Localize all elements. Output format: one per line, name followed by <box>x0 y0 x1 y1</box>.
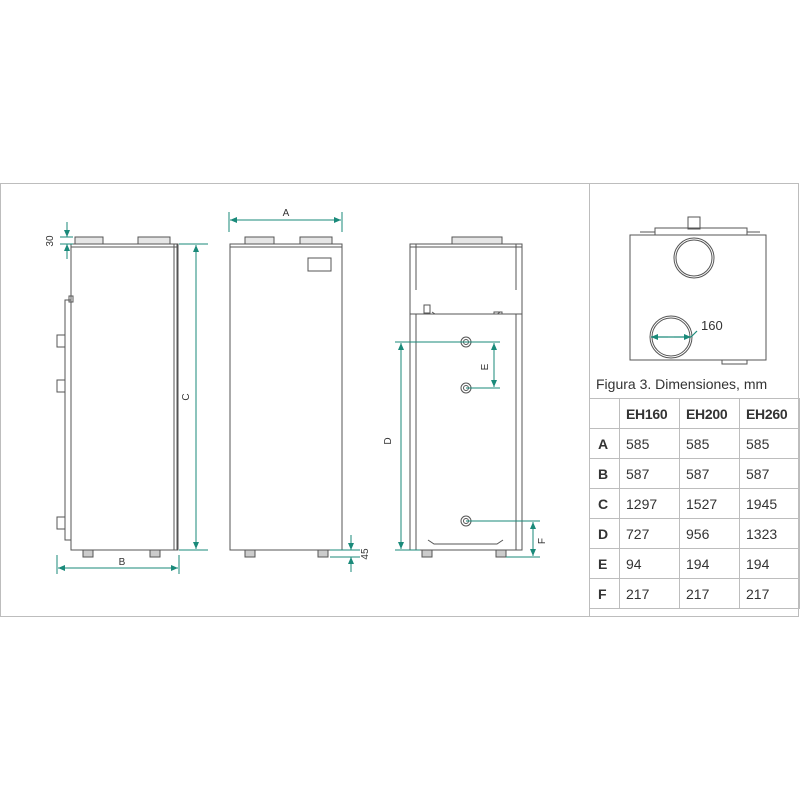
cutaway-foot-right <box>495 549 507 558</box>
cutaway-view <box>409 236 523 558</box>
side-view-foot-right <box>149 549 161 558</box>
table-cell: 585 <box>739 428 800 459</box>
dimension-30-label: 30 <box>45 235 56 247</box>
table-row: A 585 585 585 <box>589 428 800 459</box>
dimension-b-label: B <box>119 557 126 568</box>
top-view-back-rail <box>654 227 748 236</box>
column-header: EH160 <box>619 398 680 429</box>
table-cell: 194 <box>739 548 800 579</box>
table-row: B 587 587 587 <box>589 458 800 489</box>
table-cell: 1323 <box>739 518 800 549</box>
dimension-160-label: 160 <box>701 318 723 333</box>
table-cell: 587 <box>619 458 680 489</box>
column-header: EH260 <box>739 398 800 429</box>
top-view-spigot-bottom <box>649 315 693 359</box>
front-view-foot-left <box>244 549 256 558</box>
top-view-spigot-top <box>673 237 715 279</box>
table-row: F 217 217 217 <box>589 578 800 609</box>
table-cell: 727 <box>619 518 680 549</box>
table-corner-cell <box>589 398 620 429</box>
row-label: F <box>589 578 620 609</box>
table-row: D 727 956 1323 <box>589 518 800 549</box>
front-view-body <box>229 243 343 551</box>
dimension-b <box>56 555 180 574</box>
table-cell: 956 <box>679 518 740 549</box>
cutaway-fitting-left <box>423 304 431 314</box>
dimension-45-label: 45 <box>360 548 371 560</box>
figure-caption: Figura 3. Dimensiones, mm <box>596 376 768 392</box>
side-view-foot-left <box>82 549 94 558</box>
dimension-45 <box>330 535 360 572</box>
front-view-top-spigot-left <box>244 236 275 245</box>
row-label: C <box>589 488 620 519</box>
dimension-f-label: F <box>537 538 548 544</box>
dimension-30 <box>60 222 73 259</box>
front-view-display-panel <box>307 257 332 272</box>
table-cell: 1945 <box>739 488 800 519</box>
dimension-d-label: D <box>383 437 394 444</box>
table-header-row: EH160 EH200 EH260 <box>589 398 800 429</box>
dimension-a-label: A <box>283 208 290 219</box>
dimension-160 <box>651 330 698 340</box>
top-view-front-strip <box>721 359 748 365</box>
front-view-top-spigot-right <box>299 236 333 245</box>
table-cell: 94 <box>619 548 680 579</box>
side-view-pipe-2 <box>56 379 66 393</box>
front-view-foot-right <box>317 549 329 558</box>
dimension-c-label: C <box>181 393 192 400</box>
table-cell: 585 <box>679 428 740 459</box>
row-label: A <box>589 428 620 459</box>
side-view <box>56 236 179 558</box>
cutaway-tank <box>409 313 523 551</box>
table-cell: 217 <box>619 578 680 609</box>
dimension-e-label: E <box>480 363 491 370</box>
column-header: EH200 <box>679 398 740 429</box>
table-cell: 587 <box>679 458 740 489</box>
row-label: B <box>589 458 620 489</box>
side-view-left-rail <box>64 299 72 541</box>
cutaway-top-spigot <box>451 236 503 245</box>
side-view-back-panel <box>173 243 179 551</box>
table-cell: 1297 <box>619 488 680 519</box>
cutaway-upper-unit <box>409 243 523 315</box>
dimension-e <box>466 341 500 389</box>
dimension-d <box>395 341 466 551</box>
table-cell: 194 <box>679 548 740 579</box>
dimensions-table: EH160 EH200 EH260 A 585 585 585 B 587 58… <box>589 398 800 609</box>
dimension-f <box>466 520 540 558</box>
table-cell: 585 <box>619 428 680 459</box>
table-row: C 1297 1527 1945 <box>589 488 800 519</box>
table-cell: 217 <box>739 578 800 609</box>
front-view <box>229 236 343 558</box>
table-cell: 587 <box>739 458 800 489</box>
dimension-c <box>179 243 208 551</box>
side-view-pipe-3 <box>56 516 66 530</box>
side-view-top-spigot-right <box>137 236 171 245</box>
dimension-a <box>228 212 343 232</box>
cutaway-foot-left <box>421 549 433 558</box>
table-cell: 1527 <box>679 488 740 519</box>
row-label: E <box>589 548 620 579</box>
side-view-fitting <box>68 295 74 303</box>
top-view-connector <box>687 216 701 230</box>
side-view-pipe-1 <box>56 334 66 348</box>
table-cell: 217 <box>679 578 740 609</box>
side-view-body <box>70 243 178 551</box>
row-label: D <box>589 518 620 549</box>
side-view-top-spigot-left <box>74 236 104 245</box>
cutaway-base <box>427 539 504 545</box>
table-row: E 94 194 194 <box>589 548 800 579</box>
top-view <box>629 216 767 365</box>
